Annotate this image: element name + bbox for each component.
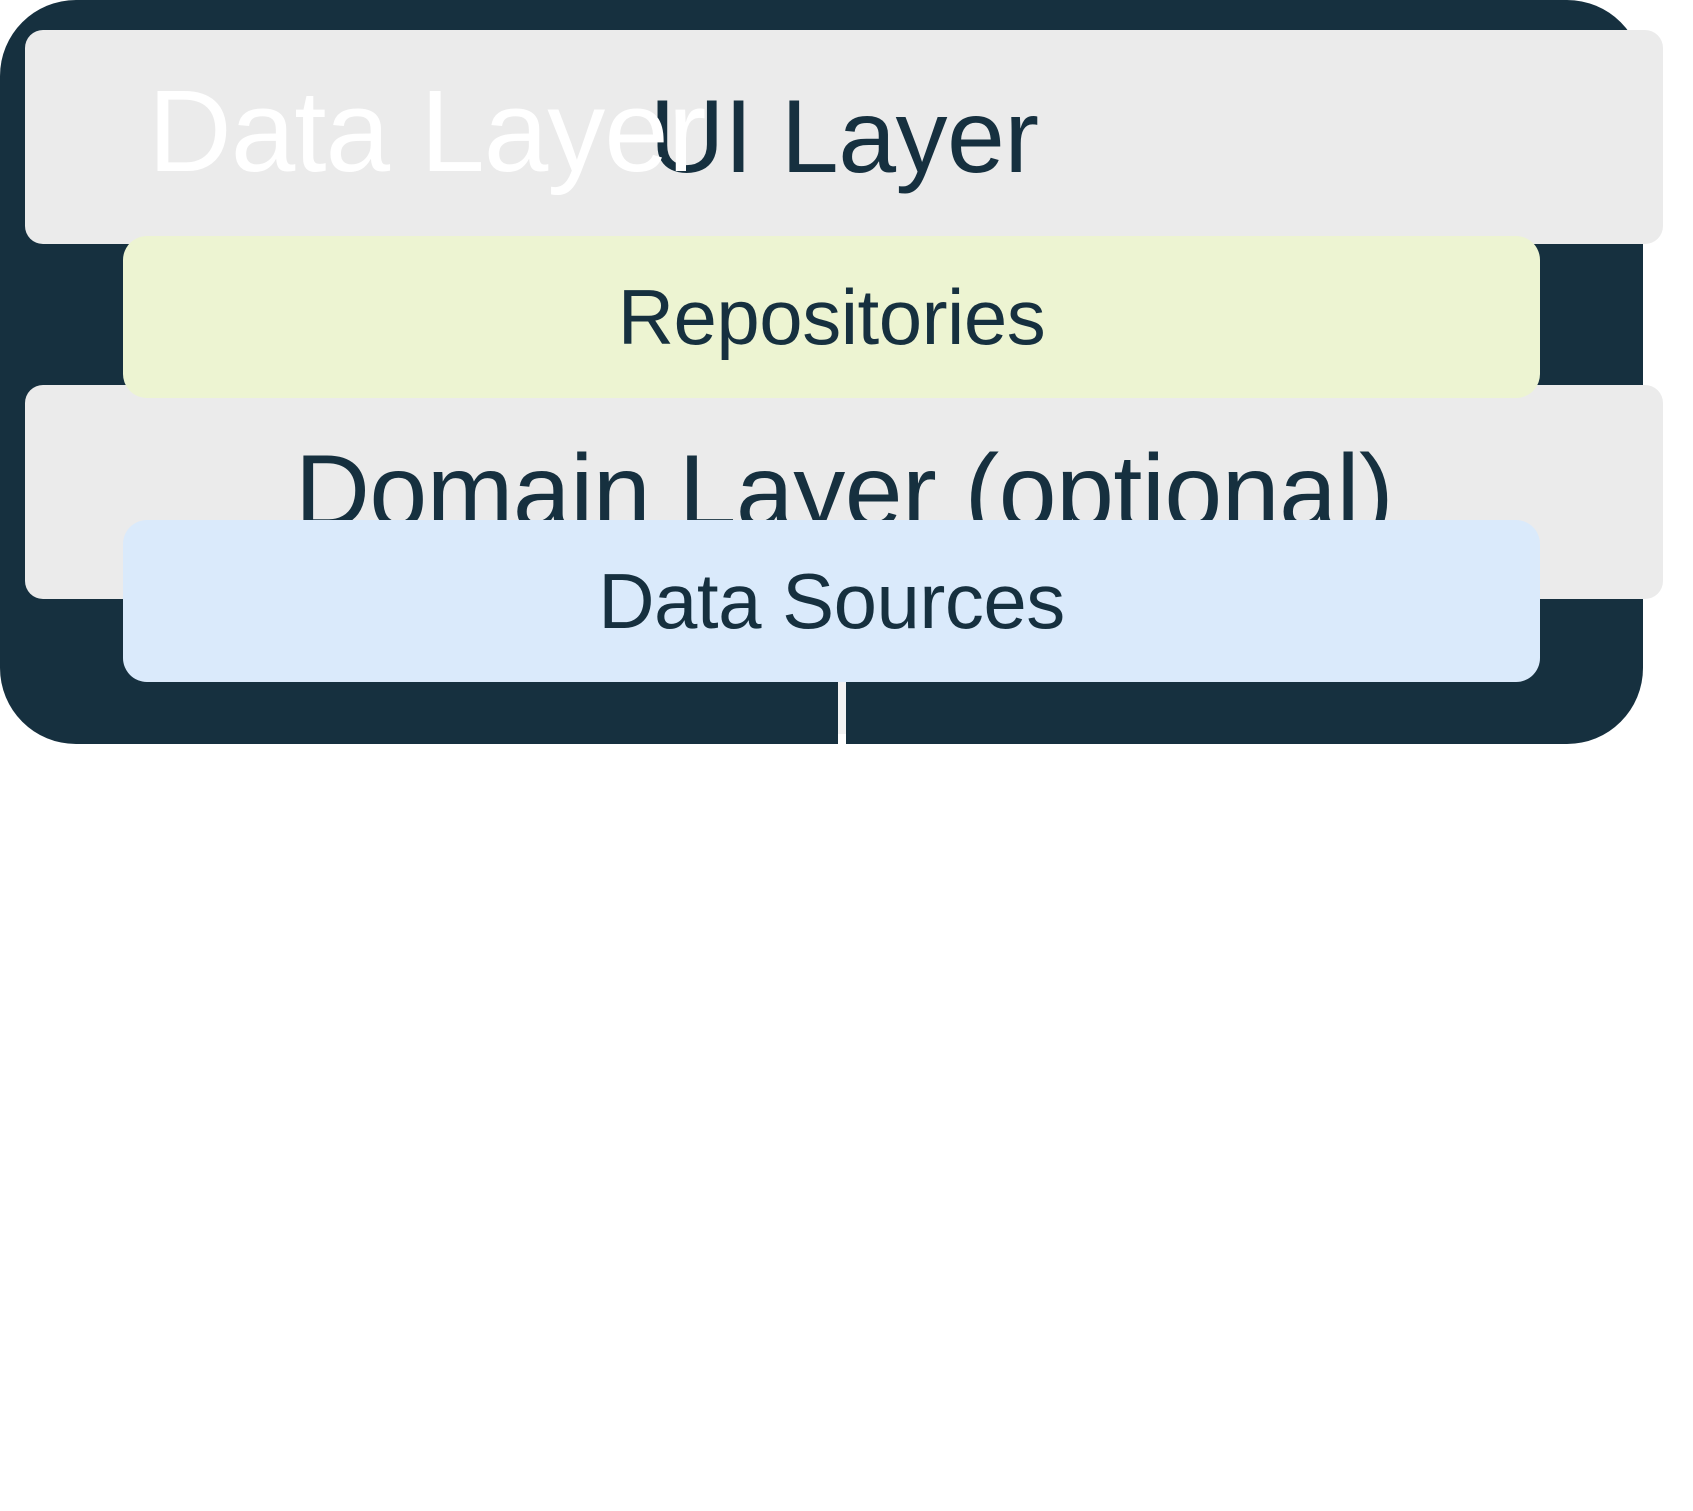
ui-layer-label: UI Layer: [649, 79, 1039, 195]
data-sources-label: Data Sources: [598, 557, 1065, 645]
data-layer-label: Data Layer: [148, 66, 706, 196]
data-sources-box[interactable]: Data Sources: [123, 520, 1540, 682]
ui-layer-box[interactable]: UI Layer: [25, 30, 1663, 244]
repositories-label: Repositories: [617, 273, 1046, 361]
arrow-repositories-to-data-sources: [818, 1133, 866, 1255]
repositories-box[interactable]: Repositories: [123, 236, 1540, 398]
